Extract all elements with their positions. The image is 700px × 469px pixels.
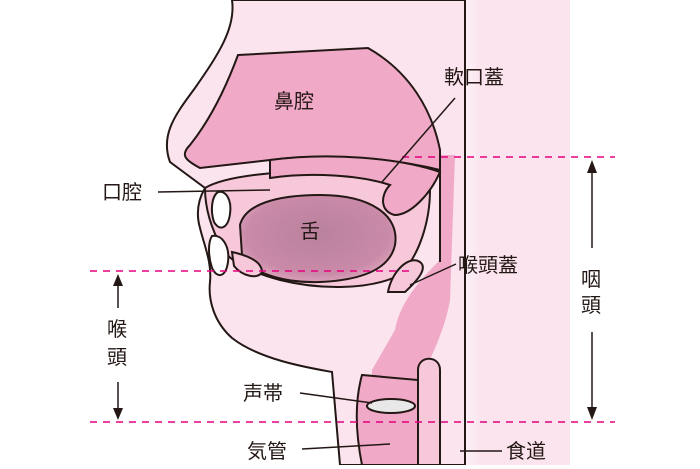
soft-palate bbox=[269, 155, 442, 217]
label-pharynx-1: 咽 bbox=[581, 267, 601, 291]
larynx-range-arrow bbox=[113, 274, 123, 420]
label-epiglottis: 喉頭蓋 bbox=[458, 253, 518, 277]
oral-cavity-leader bbox=[157, 189, 271, 193]
epiglottis bbox=[386, 259, 424, 293]
soft-palate-leader bbox=[381, 97, 456, 183]
label-soft-palate: 軟口蓋 bbox=[444, 65, 504, 89]
label-esophagus: 食道 bbox=[506, 439, 546, 463]
epiglottis-leader bbox=[409, 263, 457, 286]
label-oral-cavity: 口腔 bbox=[102, 180, 142, 204]
vocal-cords bbox=[366, 398, 416, 414]
label-trachea: 気管 bbox=[247, 439, 287, 463]
label-pharynx-2: 頭 bbox=[581, 293, 601, 317]
label-nasal-cavity: 鼻腔 bbox=[274, 89, 314, 113]
label-larynx-2: 頭 bbox=[107, 345, 127, 369]
trachea bbox=[355, 373, 419, 466]
upper-teeth bbox=[210, 190, 232, 229]
esophagus bbox=[417, 357, 441, 466]
lower-teeth bbox=[208, 234, 230, 277]
trachea-leader bbox=[301, 443, 391, 450]
label-vocal-cords: 声帯 bbox=[243, 381, 283, 405]
label-larynx-1: 喉 bbox=[107, 317, 127, 341]
pharynx-range-arrow bbox=[587, 160, 597, 420]
vocal-cords-leader bbox=[299, 392, 373, 404]
label-tongue: 舌 bbox=[300, 219, 320, 243]
tongue bbox=[238, 193, 397, 284]
